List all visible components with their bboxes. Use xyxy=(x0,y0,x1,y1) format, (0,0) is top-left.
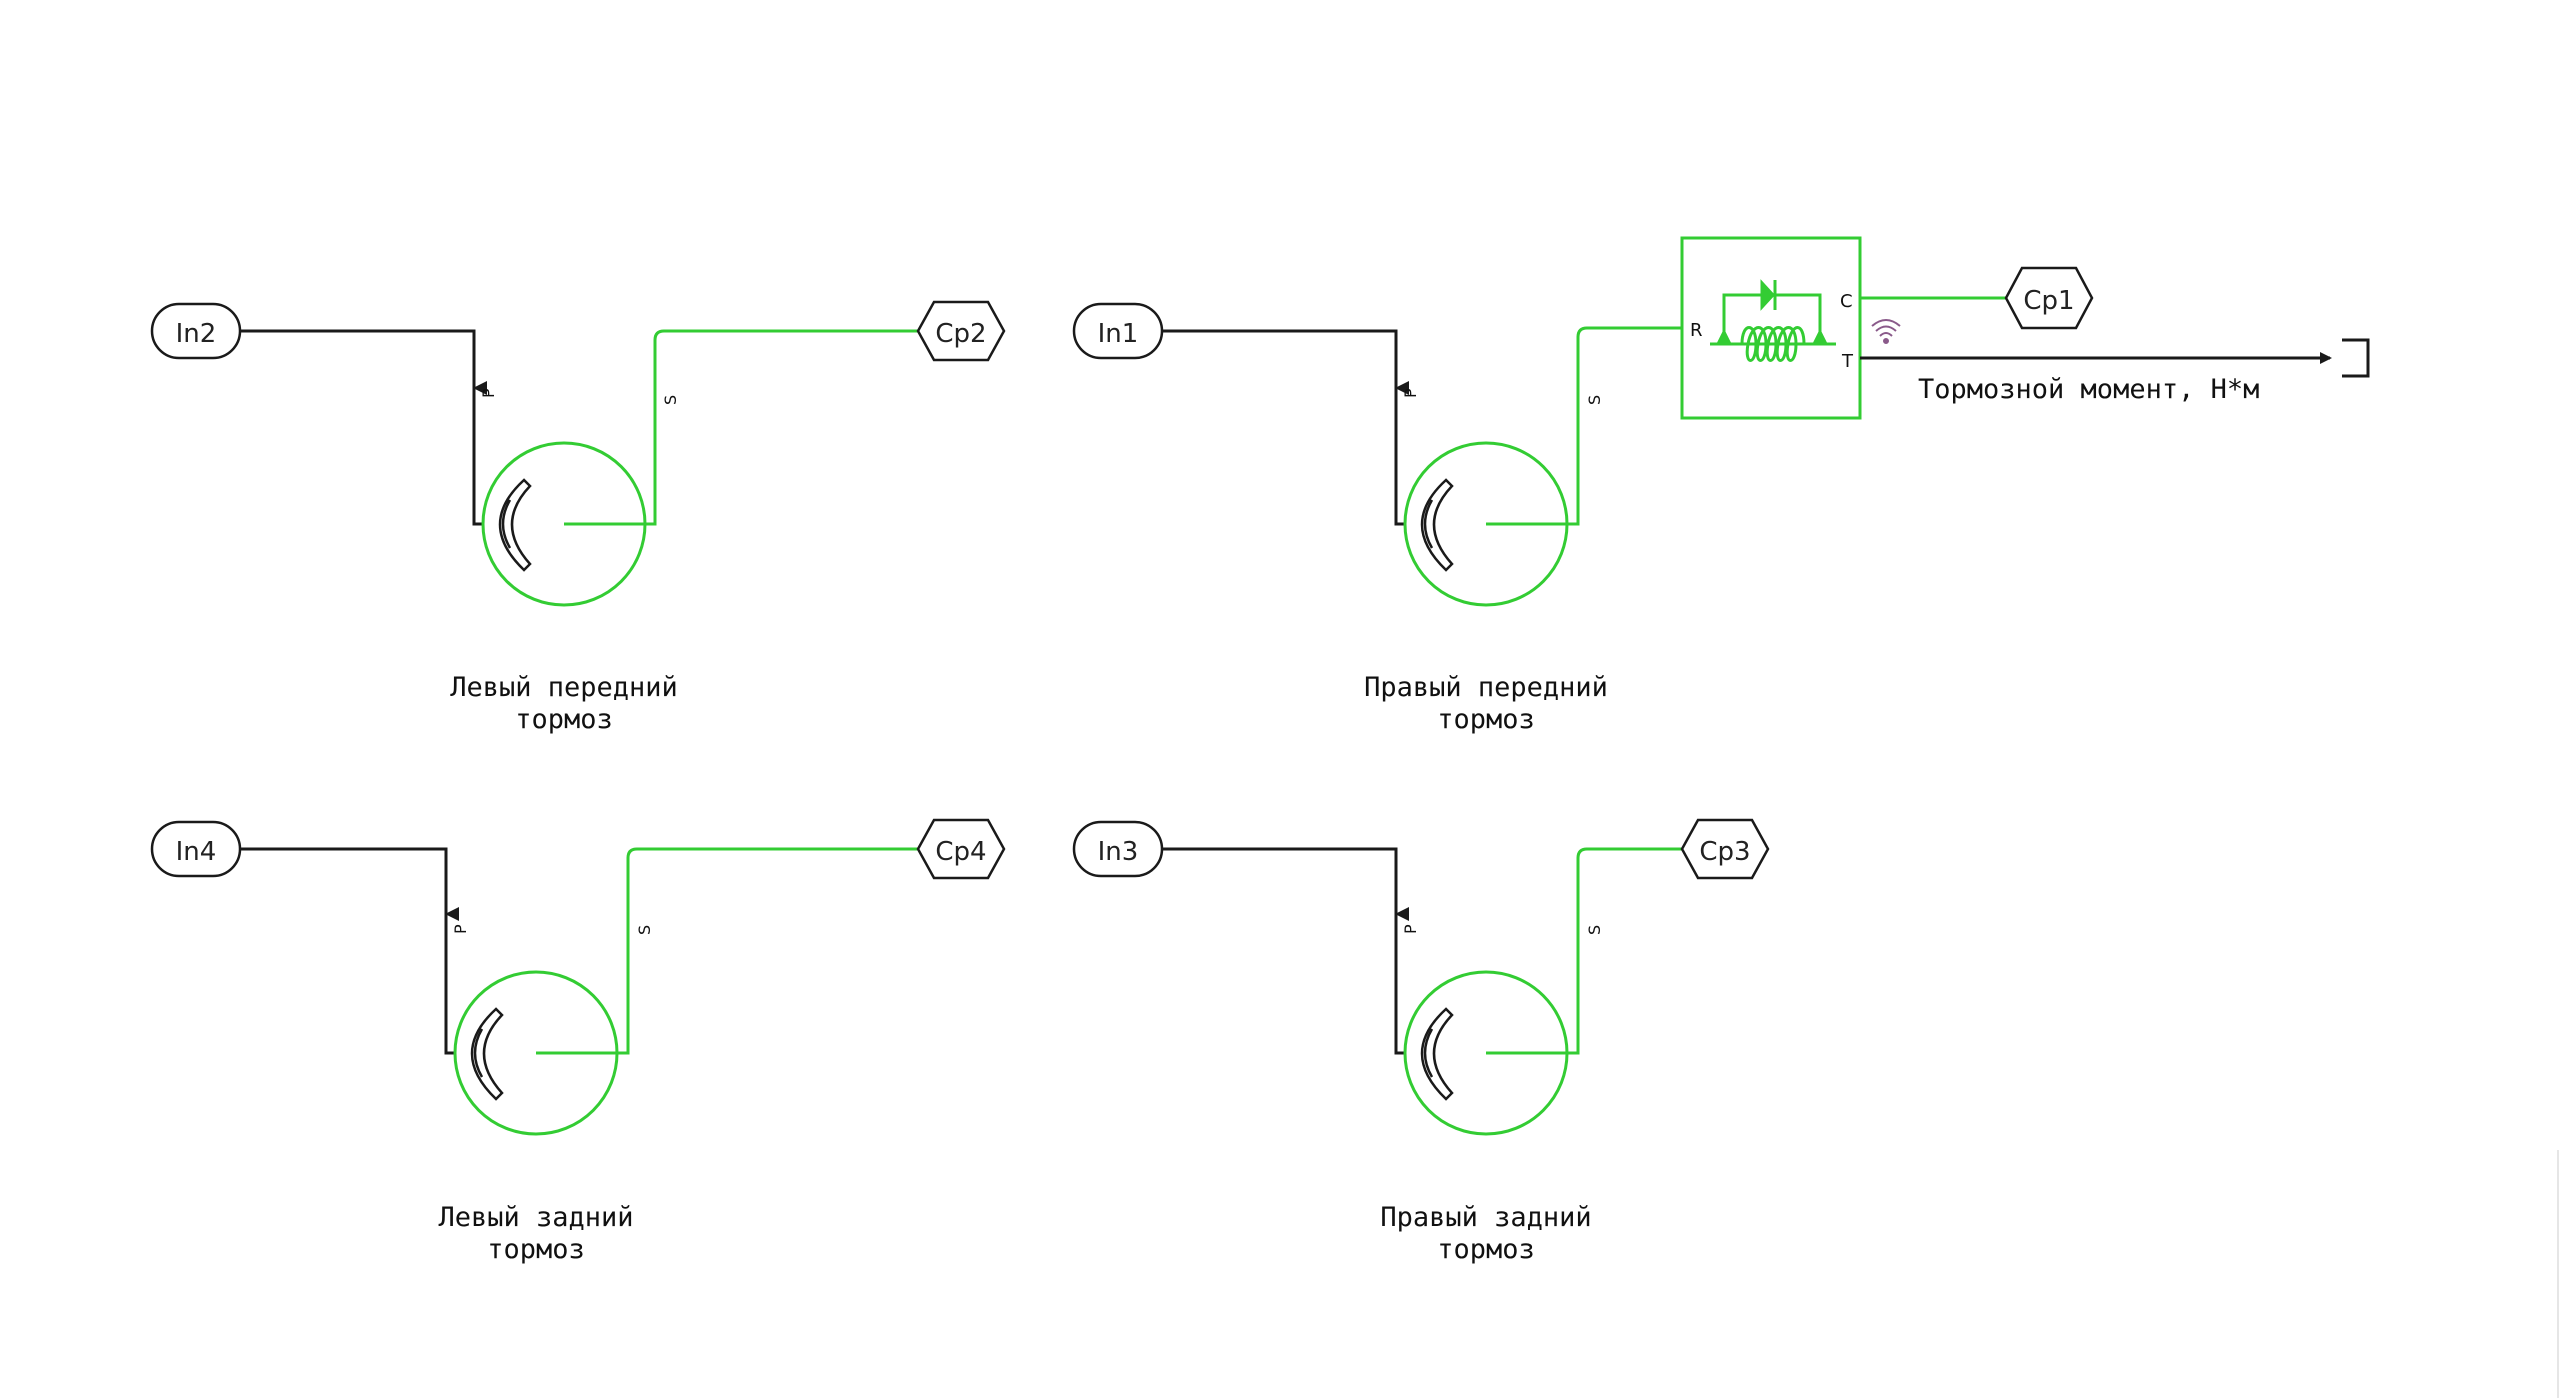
signal-line[interactable] xyxy=(240,847,459,921)
physical-connection[interactable] xyxy=(650,329,918,526)
physical-connection[interactable] xyxy=(622,847,918,1055)
goto-block[interactable]: Cp1 xyxy=(2004,266,2094,330)
brake-caption-line2: тормоз xyxy=(515,704,613,735)
port-p-label: P xyxy=(479,388,498,398)
brake-caption-line1: Правый передний xyxy=(1364,672,1608,703)
port-s-label: S xyxy=(1585,395,1604,405)
brake-group-left-rear: In4 P S Cp4 Левый задний тормоз xyxy=(150,818,1006,1265)
brake-group-right-front: In1 P S Правый передний тормоз R C T xyxy=(1072,236,2370,735)
brake-group-right-rear: In3 P S Cp3 Правый задний тормоз xyxy=(1072,818,1770,1265)
inport-label: In1 xyxy=(1098,319,1139,349)
goto-label: Cp4 xyxy=(935,837,986,867)
port-p-label: P xyxy=(1401,924,1420,934)
brake-caption-line2: тормоз xyxy=(1437,704,1535,735)
goto-block[interactable]: Cp2 xyxy=(916,300,1006,362)
brake-pad-icon xyxy=(470,1007,504,1101)
brake-caption-line1: Левый передний xyxy=(450,672,678,703)
brake-caption-line2: тормоз xyxy=(487,1234,585,1265)
brake-group-left-front: In2 P S Cp2 Левый передний тормоз xyxy=(150,300,1006,735)
brake-block[interactable] xyxy=(1403,970,1572,1136)
inport-block[interactable]: In2 xyxy=(150,302,242,360)
port-t-label: T xyxy=(1841,351,1854,372)
inport-block[interactable]: In4 xyxy=(150,820,242,878)
brake-caption-line1: Левый задний xyxy=(438,1202,633,1233)
physical-connection[interactable] xyxy=(1572,847,1682,1055)
goto-label: Cp2 xyxy=(935,319,986,349)
torque-sensor-block[interactable]: R C T xyxy=(1680,236,1862,420)
output-signal-label: Тормозной момент, Н*м xyxy=(1918,374,2259,405)
goto-label: Cp1 xyxy=(2023,286,2074,316)
port-c-label: C xyxy=(1840,291,1853,312)
brake-caption-line2: тормоз xyxy=(1437,1234,1535,1265)
brake-caption-line1: Правый задний xyxy=(1380,1202,1591,1233)
port-p-label: P xyxy=(1401,388,1420,398)
port-s-label: S xyxy=(635,925,654,935)
signal-line[interactable] xyxy=(240,329,487,395)
brake-block[interactable] xyxy=(481,441,650,607)
goto-block[interactable]: Cp4 xyxy=(916,818,1006,880)
inport-label: In4 xyxy=(176,837,217,867)
brake-pad-icon xyxy=(498,478,532,572)
terminator-icon[interactable] xyxy=(2342,338,2370,378)
goto-label: Cp3 xyxy=(1699,837,1750,867)
wifi-icon xyxy=(1871,319,1901,344)
port-r-label: R xyxy=(1690,320,1703,341)
spring-damper-icon xyxy=(1710,279,1836,362)
brake-block[interactable] xyxy=(453,970,622,1136)
port-s-label: S xyxy=(1585,925,1604,935)
port-p-label: P xyxy=(451,924,470,934)
inport-block[interactable]: In1 xyxy=(1072,302,1164,360)
brake-pad-icon xyxy=(1420,1007,1454,1101)
inport-block[interactable]: In3 xyxy=(1072,820,1164,878)
signal-line[interactable] xyxy=(1162,329,1409,395)
brake-pad-icon xyxy=(1420,478,1454,572)
brake-block[interactable] xyxy=(1403,441,1572,607)
physical-connection[interactable] xyxy=(1572,326,1682,526)
goto-block[interactable]: Cp3 xyxy=(1680,818,1770,880)
port-s-label: S xyxy=(661,395,680,405)
signal-line[interactable] xyxy=(1162,847,1409,921)
inport-label: In2 xyxy=(176,319,217,349)
inport-label: In3 xyxy=(1098,837,1139,867)
